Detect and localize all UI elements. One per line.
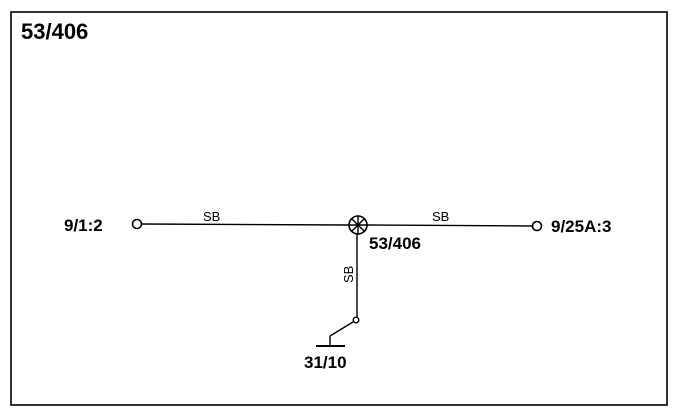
right-wire-label: SB	[432, 209, 449, 224]
left-wire-label: SB	[203, 209, 220, 224]
diagram-frame	[10, 11, 668, 406]
lamp-symbol-icon	[348, 215, 368, 235]
right-connector-label: 9/25A:3	[551, 217, 611, 236]
right-wire	[366, 224, 534, 227]
diagram-title: 53/406	[21, 19, 88, 44]
left-wire	[140, 223, 350, 226]
down-wire-label: SB	[341, 266, 356, 283]
left-connector-label: 9/1:2	[64, 216, 103, 235]
ground-label: 31/10	[304, 353, 347, 372]
left-terminal-icon	[131, 218, 143, 230]
ground-switch-icon	[316, 316, 360, 347]
component-label: 53/406	[369, 234, 421, 253]
right-terminal-icon	[531, 220, 543, 232]
